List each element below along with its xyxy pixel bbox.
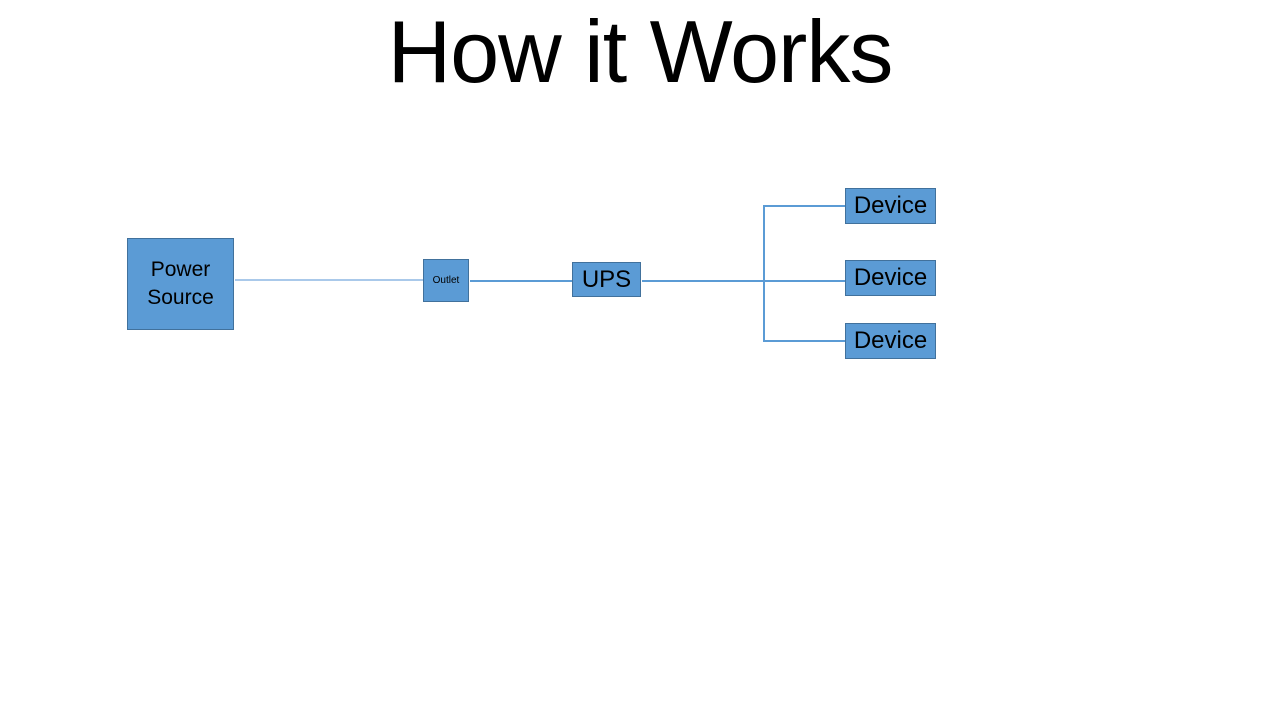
node-device-1: Device xyxy=(845,188,936,224)
connector-power-source-to-outlet xyxy=(235,279,423,281)
node-device-2: Device xyxy=(845,260,936,296)
node-ups: UPS xyxy=(572,262,641,297)
connector-branch-to-device-1 xyxy=(763,205,845,207)
node-device-3: Device xyxy=(845,323,936,359)
connector-ups-to-device-2 xyxy=(642,280,845,282)
connector-outlet-to-ups xyxy=(470,280,572,282)
node-power-source: Power Source xyxy=(127,238,234,330)
node-device-2-label: Device xyxy=(853,264,928,291)
node-device-1-label: Device xyxy=(853,192,928,219)
node-device-3-label: Device xyxy=(853,327,928,354)
connector-branch-to-device-3 xyxy=(763,340,845,342)
slide-title: How it Works xyxy=(387,2,894,101)
node-outlet: Outlet xyxy=(423,259,469,302)
node-power-source-label: Power Source xyxy=(147,258,214,309)
connector-branch-vertical xyxy=(763,205,765,341)
node-outlet-label: Outlet xyxy=(432,275,460,286)
node-ups-label: UPS xyxy=(581,265,632,293)
